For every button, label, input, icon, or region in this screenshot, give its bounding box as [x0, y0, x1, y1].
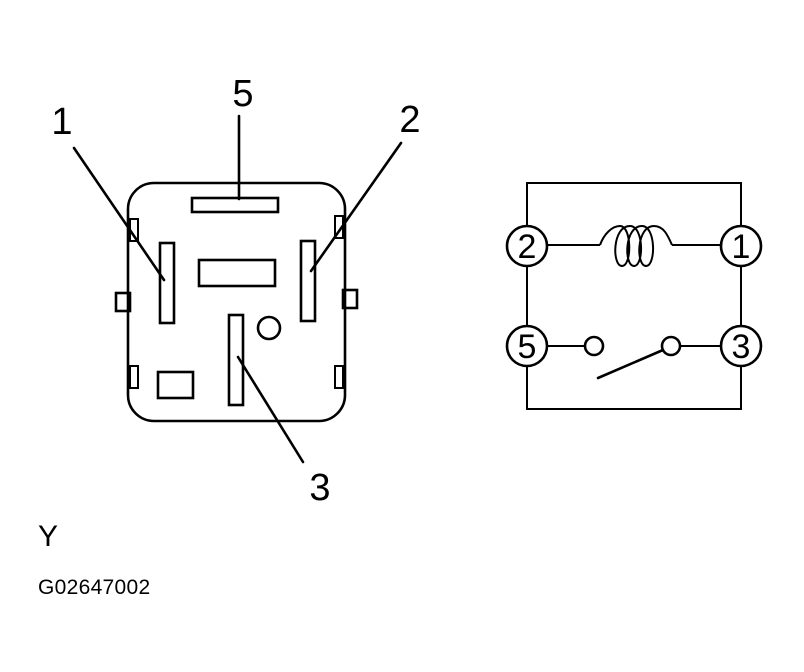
locating-hole — [256, 315, 282, 341]
center-slot — [197, 258, 277, 288]
wire-bottom — [526, 366, 742, 410]
coil-symbol — [599, 224, 673, 268]
corner-slot — [156, 370, 195, 400]
terminal-label-1: 1 — [732, 228, 751, 266]
switch-contact-fixed — [583, 335, 605, 357]
terminal-label-3: 3 — [732, 328, 751, 366]
pin-label-2: 2 — [399, 99, 420, 141]
terminal-2 — [505, 224, 549, 268]
terminal-label-2: 2 — [518, 228, 537, 266]
side-clip-left-upper — [114, 291, 132, 313]
side-clip-right-upper — [341, 288, 359, 310]
terminal-1 — [719, 224, 763, 268]
figure-code: G02647002 — [38, 576, 151, 599]
leader-line-1 — [72, 146, 166, 282]
relay-body — [126, 181, 347, 423]
pin-label-1: 1 — [51, 101, 72, 143]
pin-label-3: 3 — [309, 467, 330, 509]
inner-tab-right-bottom — [334, 365, 344, 389]
pin-2-blade — [299, 239, 317, 323]
view-letter: Y — [38, 520, 59, 553]
relay-schematic: 2 1 5 3 — [505, 182, 763, 410]
leader-line-2 — [309, 141, 403, 273]
switch-arm — [596, 348, 665, 380]
pin-1-blade — [158, 241, 176, 325]
inner-tab-left-bottom — [129, 365, 139, 389]
pin-5-blade — [190, 196, 280, 214]
switch-contact-pivot — [660, 335, 682, 357]
wire-top — [526, 182, 742, 227]
pin-label-5: 5 — [232, 73, 253, 115]
terminal-5 — [505, 324, 549, 368]
pin-3-blade — [227, 313, 245, 407]
relay-connector: 5 1 2 3 — [51, 73, 420, 509]
terminal-label-5: 5 — [518, 328, 537, 366]
leader-line-3 — [236, 355, 305, 464]
terminal-3 — [719, 324, 763, 368]
